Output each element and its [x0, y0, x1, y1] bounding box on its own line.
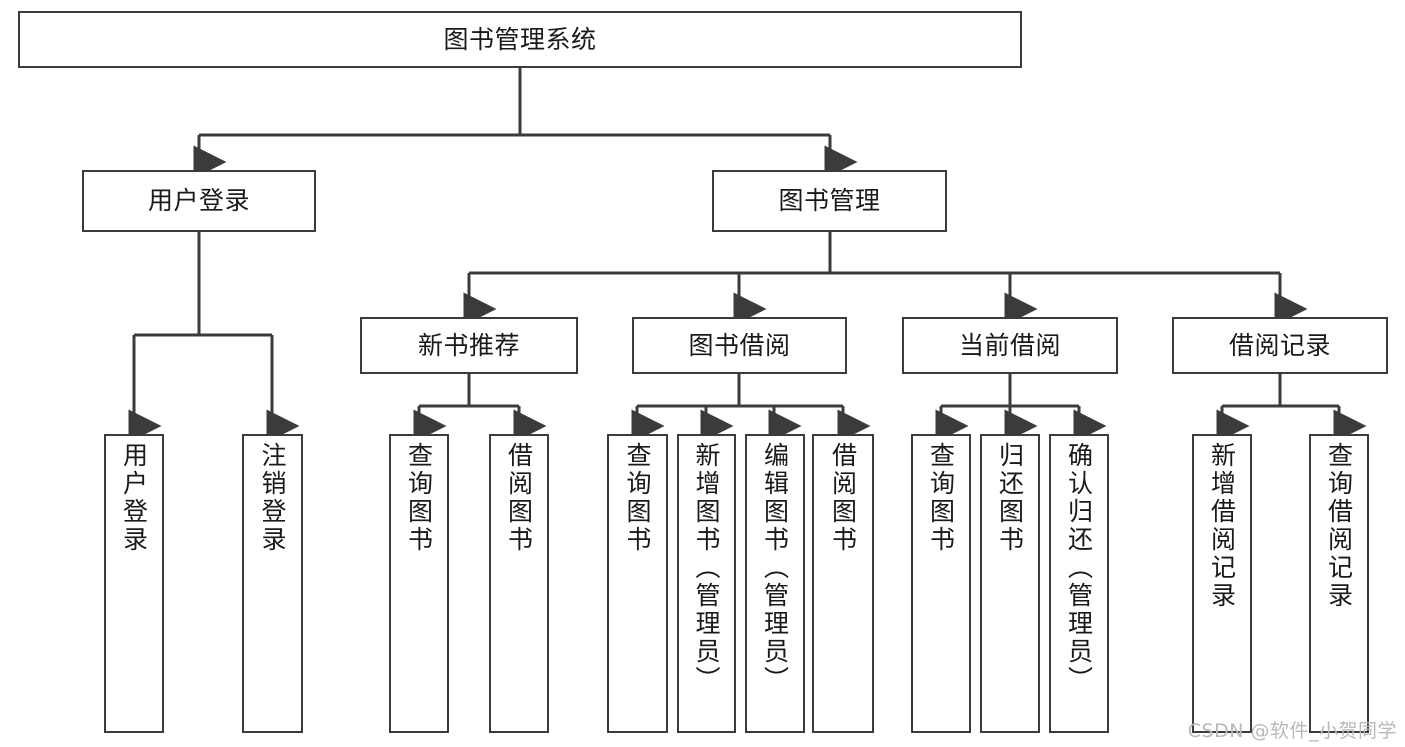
node-borrowing-records[interactable]: 借阅记录	[1172, 317, 1388, 374]
node-label: 借阅图书	[504, 442, 534, 554]
node-label: 当前借阅	[958, 330, 1061, 360]
leaf-user-login-login[interactable]: 用户登录	[104, 434, 164, 733]
node-label: 确认归还（管理员）	[1064, 442, 1094, 694]
node-new-book-recommendation[interactable]: 新书推荐	[360, 317, 578, 374]
leaf-borrow-edit-book-admin[interactable]: 编辑图书（管理员）	[745, 434, 805, 733]
leaf-borrow-borrow-book[interactable]: 借阅图书	[812, 434, 874, 733]
leaf-current-return-book[interactable]: 归还图书	[980, 434, 1040, 733]
node-current-borrowing[interactable]: 当前借阅	[902, 317, 1118, 374]
node-book-borrowing[interactable]: 图书借阅	[632, 317, 847, 374]
node-label: 借阅图书	[828, 442, 858, 554]
node-label: 图书管理	[778, 186, 881, 216]
leaf-recommend-borrow-book[interactable]: 借阅图书	[489, 434, 549, 733]
csdn-watermark: CSDN @软件_小贺同学	[1187, 720, 1397, 742]
leaf-recommend-query-book[interactable]: 查询图书	[389, 434, 449, 733]
node-label: 用户登录	[119, 442, 149, 554]
leaf-record-add-record[interactable]: 新增借阅记录	[1192, 434, 1252, 733]
leaf-borrow-add-book-admin[interactable]: 新增图书（管理员）	[677, 434, 736, 733]
node-label: 新增借阅记录	[1207, 442, 1237, 610]
node-label: 新书推荐	[417, 330, 520, 360]
node-label: 查询图书	[926, 442, 956, 554]
node-label: 注销登录	[258, 442, 287, 554]
node-label: 归还图书	[995, 442, 1025, 554]
node-user-login[interactable]: 用户登录	[82, 170, 316, 232]
node-book-management[interactable]: 图书管理	[712, 170, 947, 232]
leaf-user-login-logout[interactable]: 注销登录	[242, 434, 303, 733]
node-label: 查询图书	[404, 442, 434, 554]
leaf-current-confirm-return-admin[interactable]: 确认归还（管理员）	[1049, 434, 1109, 733]
node-label: 查询图书	[623, 442, 652, 554]
leaf-current-query-book[interactable]: 查询图书	[911, 434, 971, 733]
node-label: 编辑图书（管理员）	[760, 442, 790, 694]
node-label: 借阅记录	[1228, 330, 1331, 360]
node-label: 图书管理系统	[443, 24, 597, 54]
node-label: 用户登录	[147, 186, 250, 216]
leaf-record-query-record[interactable]: 查询借阅记录	[1309, 434, 1369, 733]
node-label: 查询借阅记录	[1324, 442, 1354, 610]
node-root-book-management-system[interactable]: 图书管理系统	[18, 11, 1022, 68]
node-label: 新增图书（管理员）	[692, 442, 721, 694]
leaf-borrow-query-book[interactable]: 查询图书	[607, 434, 668, 733]
node-label: 图书借阅	[688, 330, 791, 360]
